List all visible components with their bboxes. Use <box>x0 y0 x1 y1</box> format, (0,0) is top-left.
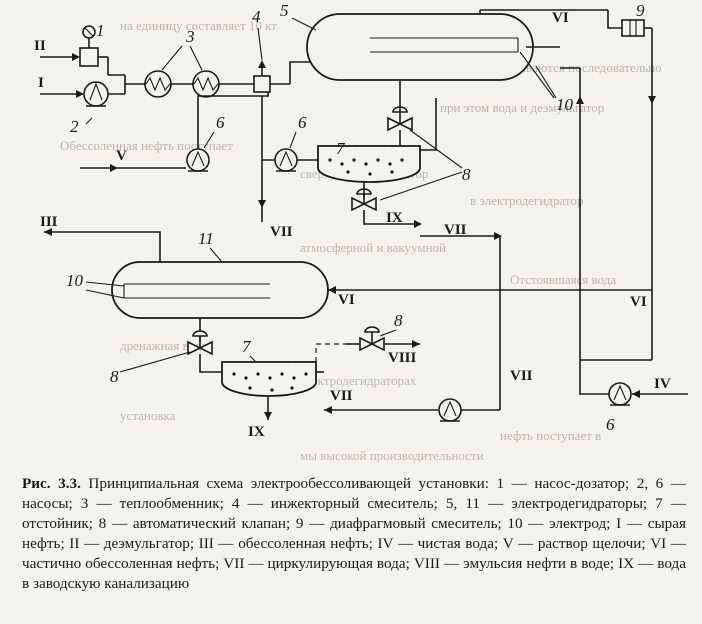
svg-text:V: V <box>116 148 127 164</box>
svg-text:8: 8 <box>110 367 119 386</box>
settler-7-upper-water <box>328 158 404 176</box>
svg-text:7: 7 <box>336 139 346 158</box>
svg-text:при этом вода и деэмульгатор: при этом вода и деэмульгатор <box>440 100 604 115</box>
svg-text:II: II <box>34 38 46 54</box>
svg-text:установка: установка <box>120 408 176 423</box>
heat-exchanger-3a <box>144 70 172 98</box>
process-flow-diagram: на единицу составляет 10 кт устанавливаю… <box>34 1 688 463</box>
svg-text:10: 10 <box>66 271 84 290</box>
svg-text:11: 11 <box>198 229 214 248</box>
svg-text:5: 5 <box>280 1 289 20</box>
svg-text:нефть поступает в: нефть поступает в <box>500 428 601 443</box>
svg-text:мы высокой производительности: мы высокой производительности <box>300 448 484 463</box>
pump-6-clean-water <box>608 382 632 406</box>
svg-text:VII: VII <box>510 368 533 384</box>
arrow-raw-oil <box>76 90 84 98</box>
svg-text:8: 8 <box>394 311 403 330</box>
svg-text:8: 8 <box>462 165 471 184</box>
svg-text:6: 6 <box>216 113 225 132</box>
pump-6-alkali <box>186 148 210 172</box>
electrodehydrator-11 <box>111 261 329 319</box>
svg-text:6: 6 <box>298 113 307 132</box>
svg-text:VII: VII <box>270 224 293 240</box>
svg-text:Обессоленная нефть поступает: Обессоленная нефть поступает <box>60 138 233 153</box>
pump-2 <box>83 81 109 107</box>
line-desalted-oil <box>44 231 161 262</box>
svg-text:IV: IV <box>654 376 671 392</box>
settler-7-upper <box>317 145 421 183</box>
svg-text:2: 2 <box>70 117 79 136</box>
svg-text:VII: VII <box>444 222 467 238</box>
line-emulsion <box>315 343 346 362</box>
svg-text:Отстоявшаяся вода: Отстоявшаяся вода <box>510 272 616 287</box>
background-text: на единицу составляет 10 кт устанавливаю… <box>60 18 662 463</box>
injector-mixer-4 <box>253 60 271 93</box>
svg-text:VIII: VIII <box>388 350 417 366</box>
svg-text:IX: IX <box>248 424 265 440</box>
dosing-pump-1 <box>79 25 109 75</box>
auto-valve-8-lower-left <box>187 330 213 356</box>
svg-text:3: 3 <box>185 27 195 46</box>
svg-text:на единицу составляет 10 кт: на единицу составляет 10 кт <box>120 18 277 33</box>
svg-text:6: 6 <box>606 415 615 434</box>
svg-text:I: I <box>38 75 44 91</box>
svg-text:IX: IX <box>386 210 403 226</box>
settler-7-lower-water <box>232 372 308 392</box>
pump-6-water-upper <box>274 148 298 172</box>
svg-text:дренажная вода: дренажная вода <box>120 338 207 353</box>
svg-text:VI: VI <box>630 294 647 310</box>
arrow-demulsifier <box>72 53 80 61</box>
svg-text:VII: VII <box>330 388 353 404</box>
svg-text:VI: VI <box>552 10 569 26</box>
svg-text:в электродегидратор: в электродегидратор <box>470 193 583 208</box>
electrodehydrator-5 <box>306 13 534 81</box>
figure-caption: Рис. 3.3. Принципиальная схема электрооб… <box>22 474 686 594</box>
svg-text:электродегидраторах: электродегидраторах <box>300 373 417 388</box>
svg-text:10: 10 <box>556 95 574 114</box>
svg-text:9: 9 <box>636 1 645 20</box>
auto-valve-8-lower-right <box>359 326 385 352</box>
svg-text:III: III <box>40 214 58 230</box>
figure-caption-text: Принципиальная схема электрообессоливающ… <box>22 475 686 592</box>
pump-6-water-lower <box>438 398 462 422</box>
line-mixer-to-dehydrator-5 <box>289 61 316 84</box>
svg-text:4: 4 <box>252 7 261 26</box>
diaphragm-mixer-9 <box>621 19 645 37</box>
svg-text:1: 1 <box>96 21 105 40</box>
figure-number: Рис. 3.3. <box>22 475 81 492</box>
heat-exchanger-3b <box>192 70 220 98</box>
svg-text:7: 7 <box>242 337 252 356</box>
svg-text:VI: VI <box>338 292 355 308</box>
svg-text:атмосферной и вакуумной: атмосферной и вакуумной <box>300 240 446 255</box>
auto-valve-8-upper <box>387 106 413 132</box>
